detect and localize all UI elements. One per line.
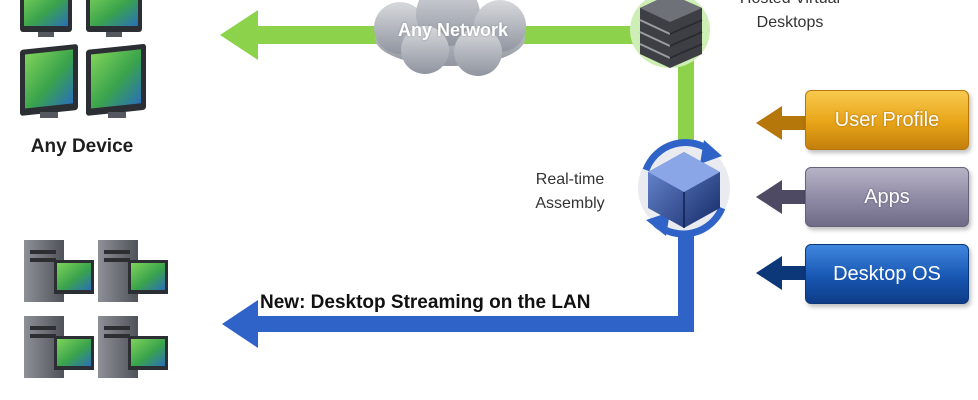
os-arrow bbox=[756, 256, 808, 290]
apps-arrow bbox=[756, 180, 808, 214]
hosted-line-1: Hosted Virtual bbox=[715, 0, 865, 11]
monitor-icon bbox=[86, 0, 142, 37]
server-rack-icon bbox=[630, 0, 710, 68]
monitor-icon bbox=[20, 0, 72, 37]
blue-lan-arrow bbox=[222, 232, 694, 348]
desktop-pc-icon bbox=[24, 316, 94, 378]
streaming-label: New: Desktop Streaming on the LAN bbox=[260, 292, 591, 313]
desktop-pc-icon bbox=[24, 240, 94, 302]
assembly-line-2: Assembly bbox=[535, 195, 605, 212]
cloud-icon bbox=[374, 0, 526, 76]
profile-arrow bbox=[756, 106, 808, 140]
hosted-desktops-label: Hosted Virtual Desktops bbox=[715, 0, 865, 35]
desktop-pc-icon bbox=[98, 240, 168, 302]
assembly-line-1: Real-time bbox=[535, 171, 605, 188]
rotating-cube-icon bbox=[638, 139, 730, 238]
assembly-label: Real-time Assembly bbox=[520, 168, 620, 216]
layer-user-profile: User Profile bbox=[805, 90, 969, 150]
desktop-pc-icon bbox=[98, 316, 168, 378]
any-device-label: Any Device bbox=[30, 136, 134, 157]
hosted-line-2: Desktops bbox=[756, 14, 824, 31]
monitor-icon bbox=[20, 44, 78, 118]
monitor-icon bbox=[86, 43, 146, 118]
layer-apps: Apps bbox=[805, 167, 969, 227]
any-network-label: Any Network bbox=[397, 20, 509, 40]
layer-desktop-os: Desktop OS bbox=[805, 244, 969, 304]
